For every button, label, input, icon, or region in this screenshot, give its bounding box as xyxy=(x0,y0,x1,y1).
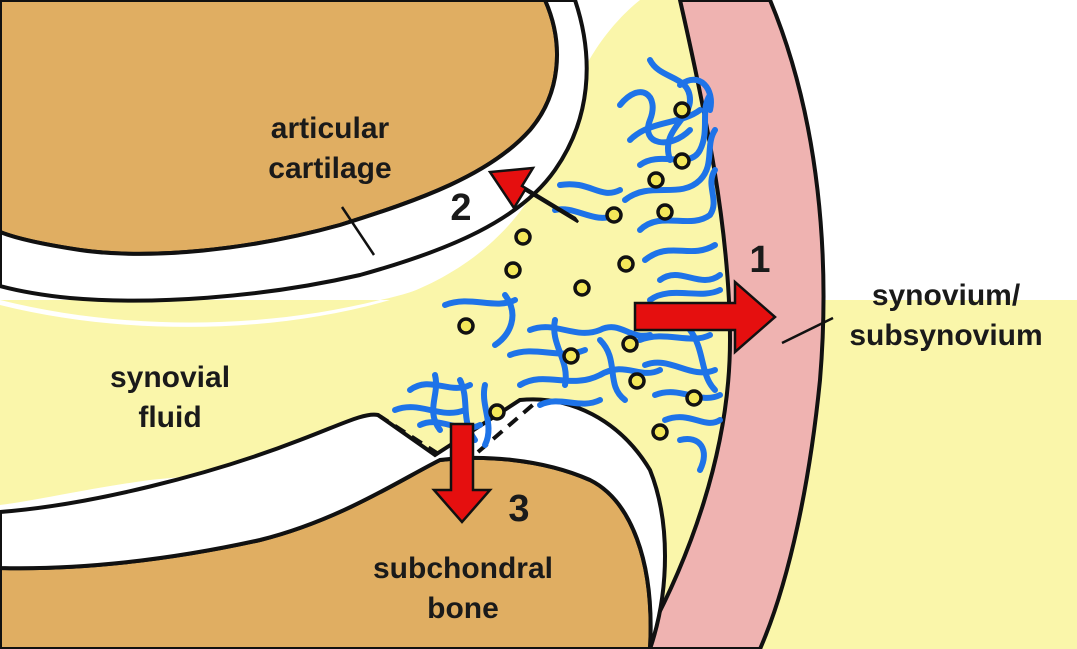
label-articular-cartilage-line2: cartilage xyxy=(268,152,391,185)
label-synovial-fluid-line1: synovial xyxy=(110,361,230,394)
label-subchondral-bone-line1: subchondral xyxy=(373,552,553,585)
label-synovial-fluid-line2: fluid xyxy=(138,401,201,434)
label-articular-cartilage-line1: articular xyxy=(271,112,390,145)
arrow-number-3: 3 xyxy=(508,488,529,530)
arrow-number-1: 1 xyxy=(749,239,770,281)
label-synovium-line2: subsynovium xyxy=(849,319,1042,352)
arrow-number-2: 2 xyxy=(450,187,471,229)
label-subchondral-bone-line2: bone xyxy=(427,592,499,625)
label-synovium-line1: synovium/ xyxy=(872,279,1021,312)
